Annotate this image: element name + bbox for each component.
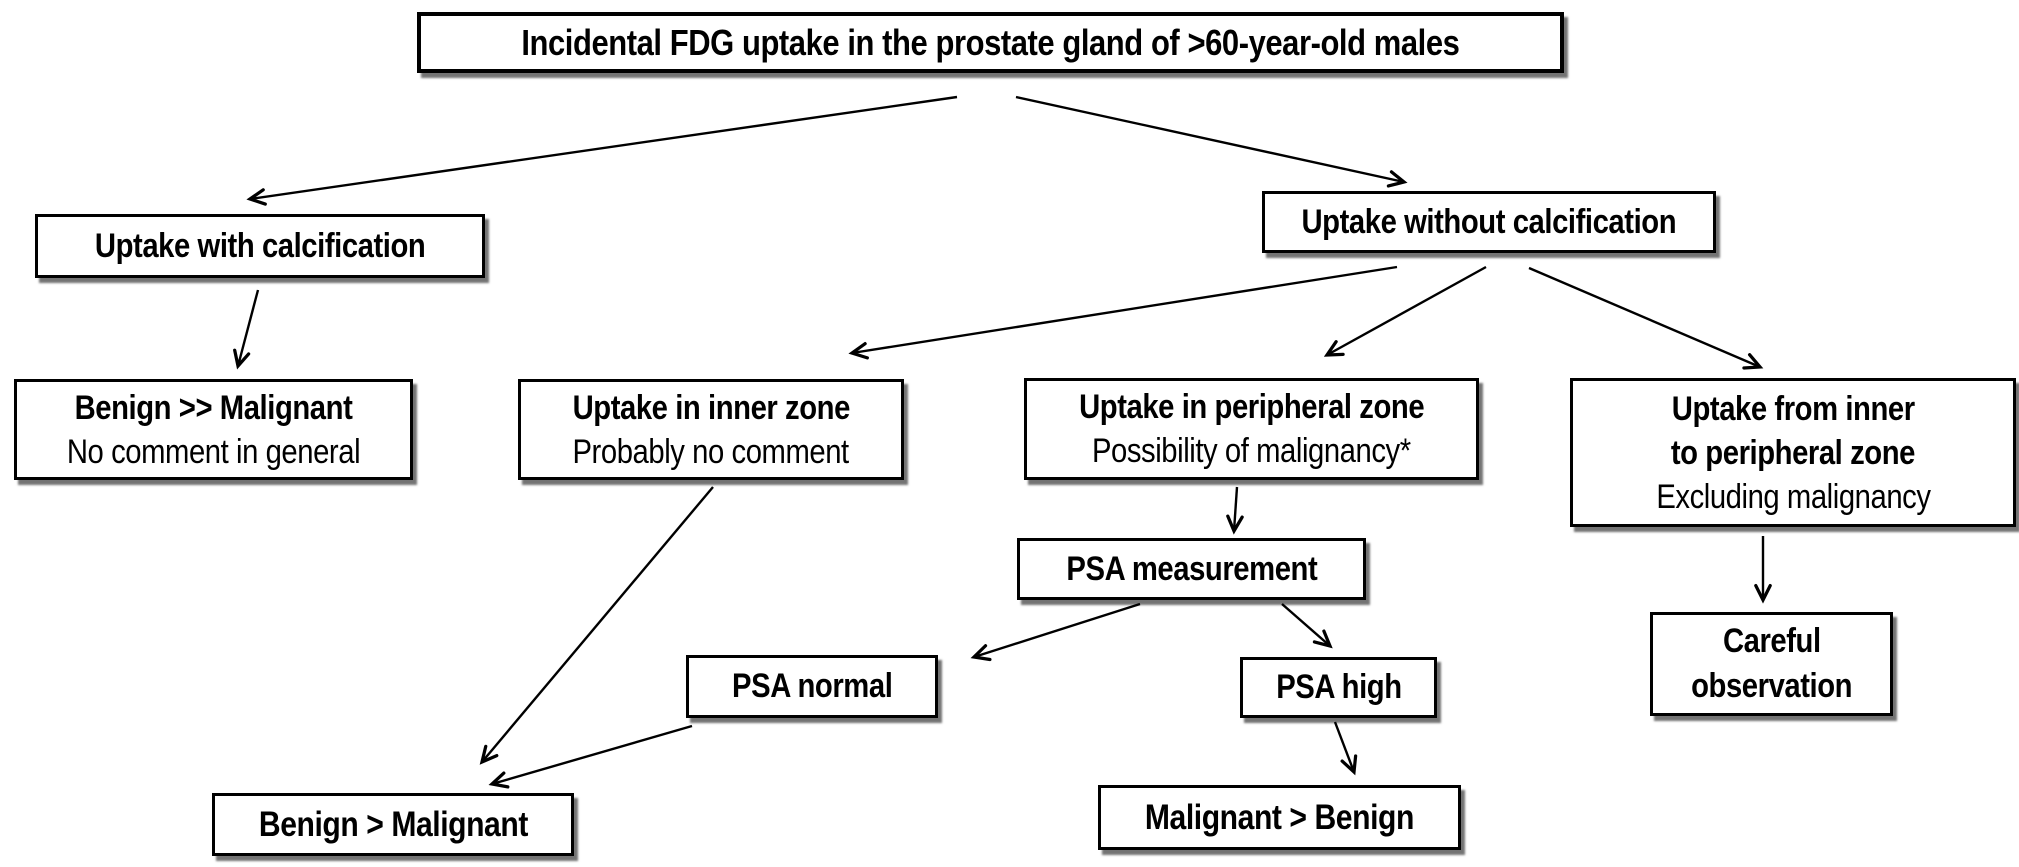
edge-without-calcification-to-inner-to-peripheral <box>1528 266 1764 370</box>
edge-psa-normal-to-benign-greater <box>488 724 693 789</box>
node-uptake-inner-zone-note: Probably no comment <box>572 432 850 471</box>
node-benign-greater-malignant-label: Benign > Malignant <box>258 804 528 844</box>
edge-without-calcification-to-peripheral-zone <box>1323 265 1487 357</box>
node-uptake-inner-zone-label: Uptake in inner zone <box>572 388 850 427</box>
node-benign-greater-malignant: Benign > Malignant <box>212 793 574 856</box>
node-uptake-peripheral-zone: Uptake in peripheral zone Possibility of… <box>1024 378 1479 480</box>
edge-psa-high-to-malignant-greater <box>1333 721 1358 776</box>
edge-root-to-uptake-with-calcification <box>246 95 958 206</box>
node-uptake-without-calcification-label: Uptake without calcification <box>1301 202 1677 241</box>
edge-psa-measurement-to-psa-high <box>1281 603 1333 649</box>
node-malignant-greater-benign: Malignant > Benign <box>1098 785 1461 850</box>
node-uptake-inner-to-peripheral-label-line2: to peripheral zone <box>1670 433 1916 472</box>
node-psa-measurement: PSA measurement <box>1017 538 1366 600</box>
node-uptake-peripheral-zone-label: Uptake in peripheral zone <box>1078 388 1425 426</box>
node-uptake-inner-zone: Uptake in inner zone Probably no comment <box>518 379 904 480</box>
node-careful-observation-label-line1: Careful <box>1722 622 1821 660</box>
edge-with-calcification-to-benign-much-greater <box>233 289 260 370</box>
node-uptake-peripheral-zone-note: Possibility of malignancy* <box>1092 432 1411 470</box>
node-careful-observation: Careful observation <box>1650 612 1893 716</box>
node-malignant-greater-benign-label: Malignant > Benign <box>1144 797 1415 837</box>
edge-without-calcification-to-inner-zone <box>848 265 1398 360</box>
node-uptake-inner-to-peripheral-label-line1: Uptake from inner <box>1671 389 1915 428</box>
node-psa-normal: PSA normal <box>686 655 938 718</box>
node-psa-normal-label: PSA normal <box>731 667 893 705</box>
node-careful-observation-label-line2: observation <box>1690 667 1853 705</box>
node-root-label: Incidental FDG uptake in the prostate gl… <box>521 21 1460 63</box>
node-uptake-with-calcification-label: Uptake with calcification <box>94 226 426 265</box>
node-uptake-inner-to-peripheral-note: Excluding malignancy <box>1655 477 1931 516</box>
node-benign-much-greater-malignant-note: No comment in general <box>66 432 361 471</box>
node-benign-much-greater-malignant: Benign >> Malignant No comment in genera… <box>14 379 413 480</box>
edge-psa-measurement-to-psa-normal <box>970 602 1141 662</box>
node-psa-measurement-label: PSA measurement <box>1066 549 1317 588</box>
edge-peripheral-zone-to-psa-measurement <box>1226 486 1244 535</box>
node-root: Incidental FDG uptake in the prostate gl… <box>417 12 1564 73</box>
edge-inner-zone-to-benign-greater <box>479 486 714 765</box>
node-uptake-inner-to-peripheral: Uptake from inner to peripheral zone Exc… <box>1570 378 2016 527</box>
edge-root-to-uptake-without-calcification <box>1015 95 1408 188</box>
node-benign-much-greater-malignant-label: Benign >> Malignant <box>74 388 353 427</box>
node-psa-high-label: PSA high <box>1275 668 1402 706</box>
node-psa-high: PSA high <box>1240 657 1437 718</box>
node-uptake-without-calcification: Uptake without calcification <box>1262 191 1716 253</box>
node-uptake-with-calcification: Uptake with calcification <box>35 214 485 278</box>
